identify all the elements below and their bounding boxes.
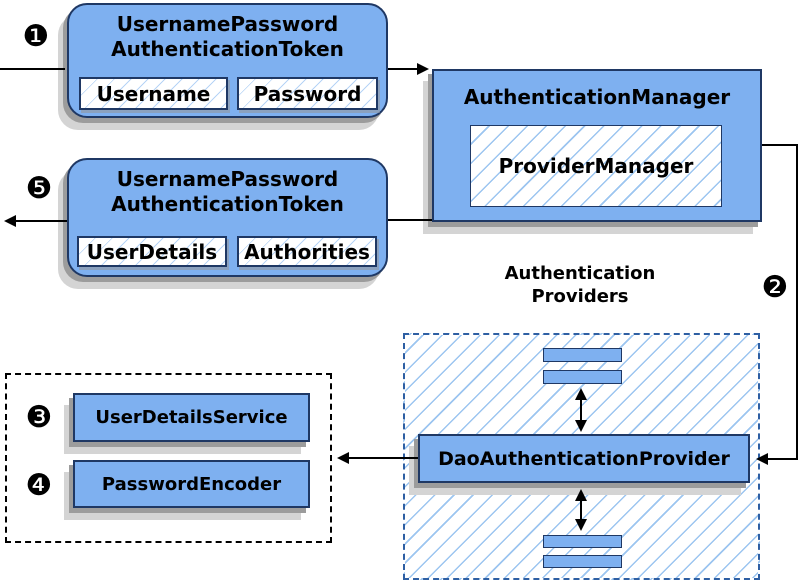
arrow-step2-manager-to-dao-provider xyxy=(756,144,798,465)
token-response-title-line2: AuthenticationToken xyxy=(111,192,344,216)
authentication-manager-node: AuthenticationManager ProviderManager xyxy=(432,69,762,222)
token-request-title-line1: UsernamePassword xyxy=(116,12,339,36)
username-password-authentication-token-request-node: UsernamePassword AuthenticationToken Use… xyxy=(67,3,388,118)
password-encoder-node: PasswordEncoder xyxy=(73,460,310,508)
authentication-providers-label: Authentication Providers xyxy=(455,262,705,309)
dao-authentication-provider-node: DaoAuthenticationProvider xyxy=(418,434,750,483)
token-request-title: UsernamePassword AuthenticationToken xyxy=(69,12,386,62)
token-response-title-line1: UsernamePassword xyxy=(116,167,339,191)
arrow-step5-outgoing xyxy=(4,215,67,227)
step-1-marker: ❶ xyxy=(22,19,50,54)
user-details-service-node: UserDetailsService xyxy=(73,393,310,442)
arrow-token-to-authentication-manager xyxy=(388,63,429,75)
token-response-title: UsernamePassword AuthenticationToken xyxy=(69,167,386,217)
authentication-manager-title: AuthenticationManager xyxy=(463,85,731,109)
provider-slot-bar xyxy=(543,535,622,548)
username-password-authentication-token-response-node: UsernamePassword AuthenticationToken Use… xyxy=(67,158,388,277)
token-request-title-line2: AuthenticationToken xyxy=(111,37,344,61)
provider-slot-bar xyxy=(543,348,622,362)
provider-manager-node: ProviderManager xyxy=(470,125,722,207)
step-3-marker: ❸ xyxy=(25,400,53,435)
password-field-box: Password xyxy=(237,77,378,110)
provider-slot-bar xyxy=(543,370,622,384)
step-2-marker: ❷ xyxy=(761,270,789,305)
provider-slot-bar xyxy=(543,555,622,568)
authorities-field-box: Authorities xyxy=(237,236,377,267)
step-5-marker: ❺ xyxy=(25,171,53,206)
authentication-providers-label-line2: Providers xyxy=(531,286,629,308)
step-4-marker: ❹ xyxy=(25,468,53,503)
authentication-providers-label-line1: Authentication xyxy=(504,263,656,284)
user-details-field-box: UserDetails xyxy=(77,236,227,267)
username-field-box: Username xyxy=(79,77,228,110)
